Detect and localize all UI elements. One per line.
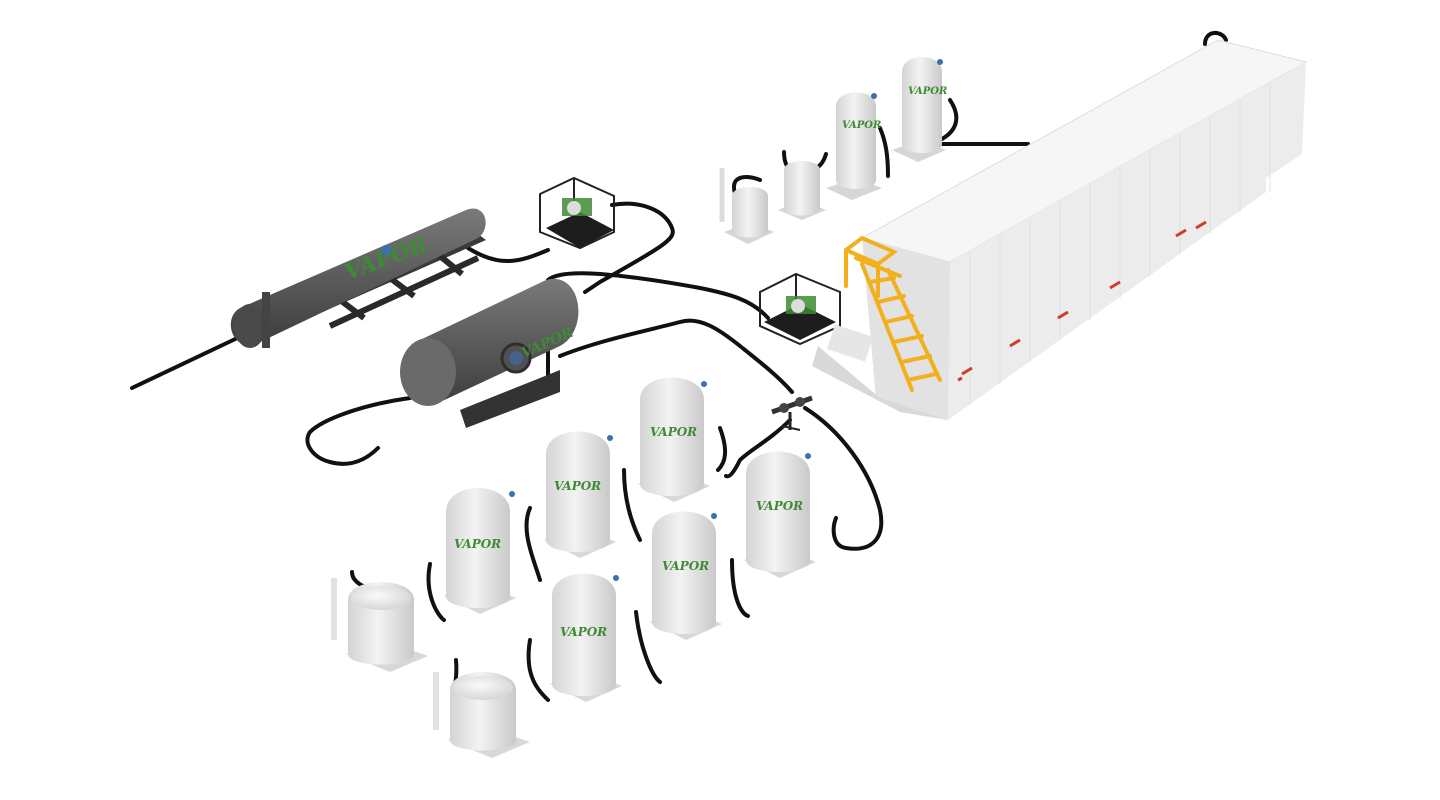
small-tank-upper-b bbox=[778, 161, 826, 220]
small-tank-lower-a bbox=[331, 578, 428, 672]
vertical-separator-4: VAPOR bbox=[444, 488, 516, 614]
vessel-skid-frame bbox=[460, 370, 560, 428]
vertical-separator-3: VAPOR bbox=[744, 451, 816, 578]
vessel-head bbox=[400, 338, 456, 406]
pipe-inlet-line bbox=[130, 330, 252, 390]
pipe-array-link-7 bbox=[526, 638, 550, 702]
pipe-vessel-loop bbox=[305, 396, 412, 466]
access-stairway bbox=[844, 235, 942, 392]
horizontal-heat-exchanger: VAPOR bbox=[230, 208, 486, 348]
separator-2-logo: VAPOR bbox=[554, 479, 601, 493]
pipe-array-link-6 bbox=[634, 610, 662, 684]
pipe-manifold-to-array bbox=[724, 418, 792, 479]
pump-skid-upper bbox=[539, 176, 615, 250]
vertical-separator-upper-b: VAPOR bbox=[892, 57, 947, 162]
pipe-container-top-loop bbox=[1203, 31, 1228, 46]
brand-badge-icon bbox=[381, 245, 391, 255]
small-tank-lower-b bbox=[433, 672, 530, 758]
pipe-container-to-separator bbox=[938, 98, 1030, 146]
vertical-separator-5: VAPOR bbox=[650, 511, 722, 640]
frac-tank-container bbox=[812, 39, 1308, 420]
separator-5-logo: VAPOR bbox=[662, 559, 709, 573]
separator-6-logo: VAPOR bbox=[560, 625, 607, 639]
small-tank-upper-a bbox=[719, 168, 774, 244]
exchanger-shell bbox=[230, 208, 486, 346]
vertical-separator-2: VAPOR bbox=[544, 431, 616, 558]
container-side bbox=[862, 62, 1306, 420]
vertical-separator-1: VAPOR bbox=[638, 377, 710, 502]
horizontal-pressure-vessel: VAPOR bbox=[400, 278, 579, 428]
pipe-exchanger-to-skid bbox=[466, 201, 675, 294]
pipe-upper-sep-b-link bbox=[878, 126, 890, 178]
separator-3-logo: VAPOR bbox=[756, 499, 803, 513]
pipe-array-link-3 bbox=[622, 468, 642, 542]
container-front-base bbox=[812, 346, 948, 420]
separator-1-logo: VAPOR bbox=[650, 425, 697, 439]
manifold-valve-assembly bbox=[771, 395, 813, 431]
separator-4-logo: VAPOR bbox=[454, 537, 501, 551]
pipe-vessel-to-manifold bbox=[546, 271, 770, 320]
pump-skid-middle bbox=[759, 272, 841, 346]
pipe-array-link-2 bbox=[524, 506, 542, 582]
upper-sep-a-logo: VAPOR bbox=[842, 120, 881, 131]
upper-sep-b-logo: VAPOR bbox=[908, 86, 947, 97]
vertical-separator-upper-a: VAPOR bbox=[826, 92, 882, 200]
exchanger-head bbox=[234, 304, 266, 348]
vertical-separator-array: VAPOR VAPOR VAPOR VAPOR VAPOR bbox=[444, 377, 816, 702]
pipe-array-link-4 bbox=[716, 426, 727, 472]
reflector-strips bbox=[957, 220, 1207, 382]
pipe-array-link-5 bbox=[730, 558, 750, 618]
pipe-array-link-1 bbox=[426, 562, 446, 622]
pipe-array-right bbox=[803, 406, 884, 551]
vertical-separator-6: VAPOR bbox=[550, 573, 622, 702]
